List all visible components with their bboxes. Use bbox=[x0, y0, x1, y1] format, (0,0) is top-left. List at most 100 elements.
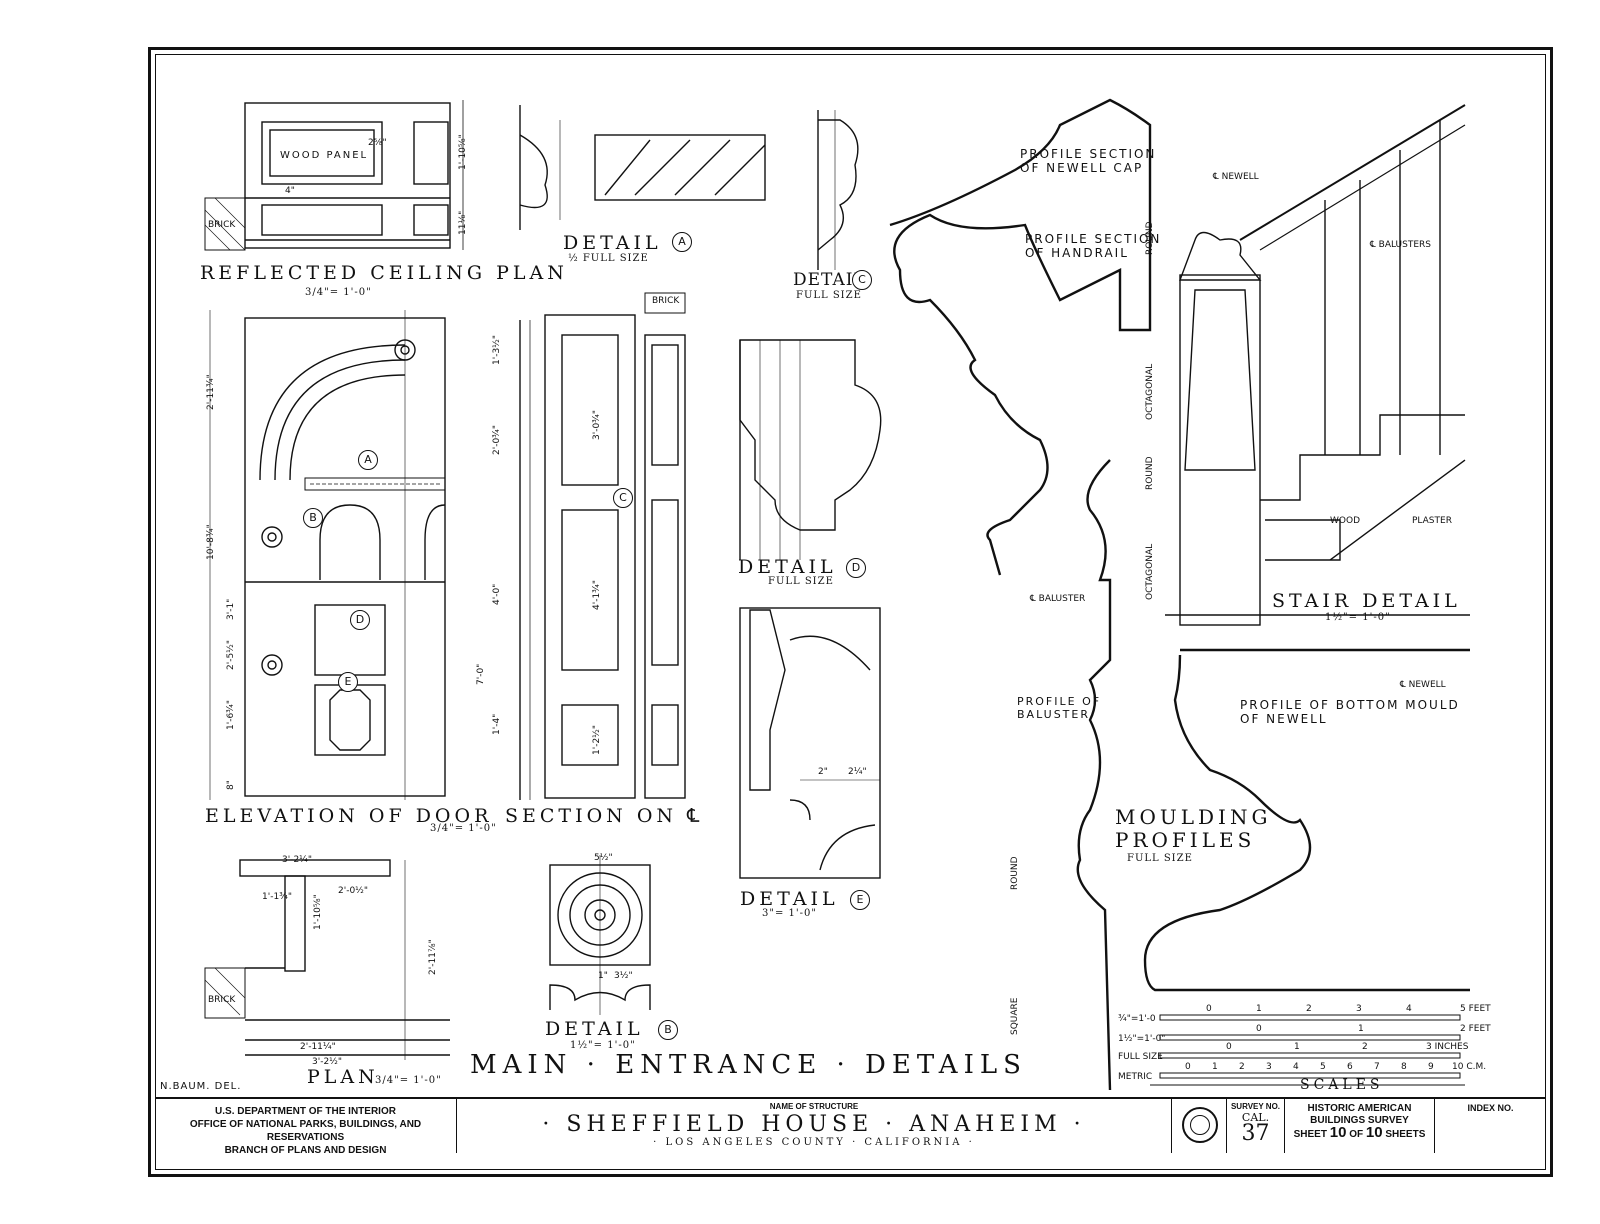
sheet-inner-border bbox=[155, 54, 1546, 1170]
title-block: U.S. DEPARTMENT OF THE INTERIOR OFFICE O… bbox=[155, 1097, 1546, 1156]
dim-detail-e-2: 2¼" bbox=[848, 767, 867, 777]
scale1-tick-1: 1 bbox=[1256, 1004, 1262, 1014]
newell-octagonal-label-2: OCTAGONAL bbox=[1145, 543, 1155, 600]
dim-section-2: 2'-0¾" bbox=[492, 424, 502, 455]
profile-handrail-label: PROFILE SECTION OF HANDRAIL bbox=[1025, 232, 1162, 260]
dim-elevation-3: 3'-1" bbox=[226, 598, 236, 620]
dim-plan-1: 3'-2¼" bbox=[282, 855, 313, 865]
sheet-number: 10 bbox=[1329, 1124, 1347, 1141]
dim-section-5: 1'-4" bbox=[492, 713, 502, 735]
detail-e-callout: E bbox=[850, 890, 870, 910]
dim-detail-e-1: 2" bbox=[818, 767, 828, 777]
scales-title: SCALES bbox=[1300, 1077, 1384, 1093]
scale3-tick-1: 1 bbox=[1294, 1042, 1300, 1052]
section-callout-c: C bbox=[613, 488, 633, 508]
dim-elevation-4: 2'-5½" bbox=[226, 639, 236, 670]
scale4-tick-4: 4 bbox=[1293, 1062, 1299, 1072]
detail-b-drawing bbox=[549, 855, 651, 1015]
dim-elevation-1: 2'-11¾" bbox=[206, 374, 216, 410]
profile-newell-cap-label: PROFILE SECTION OF NEWELL CAP bbox=[1020, 147, 1157, 175]
stair-detail-scale: 1½"= 1'-0" bbox=[1325, 612, 1391, 623]
scale3-tick-3: 3 INCHES bbox=[1426, 1042, 1469, 1052]
brick-label-section: BRICK bbox=[652, 296, 680, 306]
stair-newell-cl: ℄ NEWELL bbox=[1213, 172, 1259, 182]
dim-elevation-6: 8" bbox=[226, 780, 236, 790]
survey-caption: SURVEY NO. bbox=[1230, 1102, 1281, 1111]
baluster-square-label: SQUARE bbox=[1010, 997, 1020, 1035]
baluster-centerline-label: ℄ BALUSTER bbox=[1030, 594, 1086, 604]
sheet-of: OF bbox=[1349, 1129, 1364, 1140]
detail-c-title: DETAIL bbox=[793, 270, 866, 290]
detail-a-drawing bbox=[519, 105, 766, 230]
plan-drawing bbox=[204, 859, 450, 1060]
profile-baluster-label: PROFILE OF BALUSTER bbox=[1017, 695, 1102, 721]
scale-bars bbox=[1150, 1014, 1465, 1086]
sheet-total: 10 bbox=[1365, 1124, 1383, 1141]
detail-d-scale: FULL SIZE bbox=[768, 576, 834, 587]
scale2-tick-1: 1 bbox=[1358, 1024, 1364, 1034]
detail-b-title: DETAIL bbox=[545, 1018, 644, 1040]
agency-cell: U.S. DEPARTMENT OF THE INTERIOR OFFICE O… bbox=[155, 1099, 457, 1156]
stair-plaster-label: PLASTER bbox=[1412, 516, 1452, 526]
survey-cell: SURVEY NO. CAL. 37 bbox=[1227, 1099, 1285, 1153]
brick-label-plan: BRICK bbox=[208, 995, 236, 1005]
seal-cell bbox=[1172, 1099, 1227, 1153]
scale4-tick-6: 6 bbox=[1347, 1062, 1353, 1072]
sheet-prefix: SHEET bbox=[1293, 1129, 1327, 1140]
detail-c-scale: FULL SIZE bbox=[796, 290, 862, 301]
scale2-tick-2: 2 FEET bbox=[1460, 1024, 1491, 1034]
elevation-callout-e: E bbox=[338, 672, 358, 692]
scale4-tick-1: 1 bbox=[1212, 1062, 1218, 1072]
plan-scale: 3/4"= 1'-0" bbox=[375, 1075, 442, 1086]
scale2-tick-0: 0 bbox=[1256, 1024, 1262, 1034]
dim-section-4: 7'-0" bbox=[476, 663, 486, 685]
dim-plan-5: 2'-11¼" bbox=[300, 1042, 336, 1052]
dim-plan-3: 1'-10⅝" bbox=[313, 894, 323, 930]
dim-section-3: 4'-0" bbox=[492, 583, 502, 605]
detail-c-callout: C bbox=[852, 270, 872, 290]
stair-balusters-cl: ℄ BALUSTERS bbox=[1370, 240, 1431, 250]
wood-panel-label: WOOD PANEL bbox=[280, 150, 369, 161]
structure-location: · LOS ANGELES COUNTY · CALIFORNIA · bbox=[653, 1137, 975, 1148]
dim-ceiling-3: 2⅝" bbox=[368, 138, 387, 148]
scale-label-3: FULL SIZE bbox=[1118, 1052, 1163, 1062]
seal-icon bbox=[1182, 1107, 1218, 1143]
elevation-scale: 3/4"= 1'-0" bbox=[430, 823, 497, 834]
newell-round-label-1: ROUND bbox=[1145, 221, 1155, 255]
newell-profile-cl: ℄ NEWELL bbox=[1400, 680, 1446, 690]
door-elevation-drawing bbox=[209, 310, 446, 800]
dim-section-7: 4'-1¾" bbox=[592, 579, 602, 610]
dim-ceiling-1: 1'-10⅝" bbox=[458, 134, 468, 170]
reflected-ceiling-title: REFLECTED CEILING PLAN bbox=[200, 262, 568, 284]
dim-elevation-5: 1'-6¾" bbox=[226, 699, 236, 730]
scale4-tick-5: 5 bbox=[1320, 1062, 1326, 1072]
delineator: N.BAUM. DEL. bbox=[160, 1081, 242, 1092]
dim-section-6: 3'-0¾" bbox=[592, 409, 602, 440]
section-drawing bbox=[519, 292, 686, 800]
dim-ceiling-4: 4" bbox=[285, 186, 295, 196]
detail-c-drawing bbox=[817, 110, 859, 270]
detail-b-callout: B bbox=[658, 1020, 678, 1040]
newell-round-label-2: ROUND bbox=[1145, 456, 1155, 490]
scale-label-2: 1½"=1'-0" bbox=[1118, 1034, 1166, 1044]
stair-detail-drawing bbox=[1165, 104, 1470, 626]
detail-d-title: DETAIL bbox=[738, 556, 837, 578]
scale3-tick-2: 2 bbox=[1362, 1042, 1368, 1052]
stair-detail-title: STAIR DETAIL bbox=[1272, 590, 1461, 612]
newell-octagonal-label-1: OCTAGONAL bbox=[1145, 363, 1155, 420]
detail-e-drawing bbox=[739, 607, 881, 879]
brick-label-ceiling: BRICK bbox=[208, 220, 236, 230]
dim-plan-2: 2'-0½" bbox=[338, 886, 369, 896]
scale4-tick-2: 2 bbox=[1239, 1062, 1245, 1072]
scale4-tick-8: 8 bbox=[1401, 1062, 1407, 1072]
detail-a-title: DETAIL bbox=[563, 232, 662, 254]
dim-elevation-2: 10'-8¾" bbox=[206, 524, 216, 560]
agency-line-1: U.S. DEPARTMENT OF THE INTERIOR bbox=[215, 1106, 396, 1117]
scale1-tick-4: 4 bbox=[1406, 1004, 1412, 1014]
sheet-suffix: SHEETS bbox=[1385, 1129, 1426, 1140]
name-caption: NAME OF STRUCTURE bbox=[769, 1102, 859, 1111]
scale1-tick-3: 3 bbox=[1356, 1004, 1362, 1014]
detail-e-scale: 3"= 1'-0" bbox=[762, 908, 817, 919]
scale-label-1: ¾"=1'-0 bbox=[1118, 1014, 1156, 1024]
